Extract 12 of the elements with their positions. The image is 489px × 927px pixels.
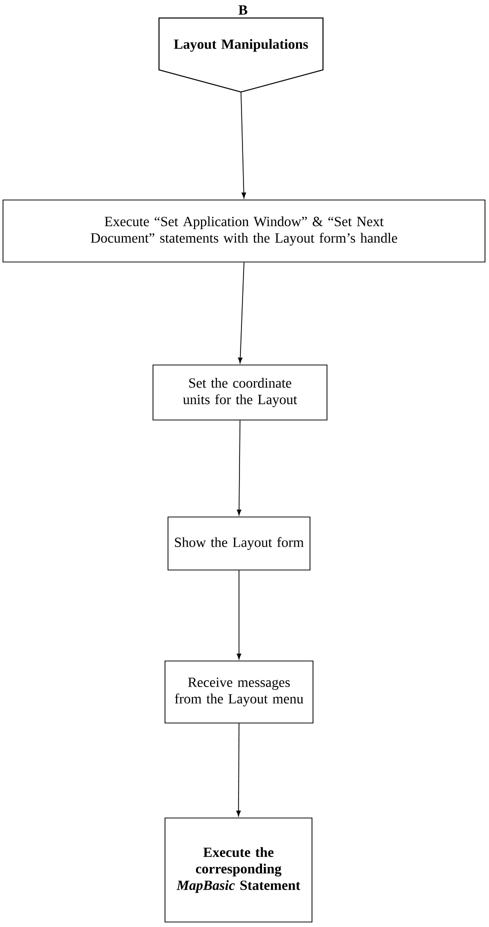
process-box: Set the coordinate units for the Layout: [152, 364, 328, 420]
process-box: Execute “Set Application Window” & “Set Next Document” statements with the Layout form’s handle: [2, 200, 486, 262]
arrow: [240, 92, 246, 198]
heading: B: [238, 5, 248, 15]
connector-box: Layout Manipulations: [158, 18, 324, 93]
arrow: [236, 420, 242, 516]
arrow: [236, 723, 241, 816]
process-box: Execute the corresponding MapBasic Statement: [164, 818, 312, 922]
process-box: Receive messages from the Layout menu: [164, 660, 314, 724]
process-box: Show the Layout form: [168, 516, 310, 570]
arrow: [238, 262, 244, 364]
arrow: [236, 570, 242, 660]
